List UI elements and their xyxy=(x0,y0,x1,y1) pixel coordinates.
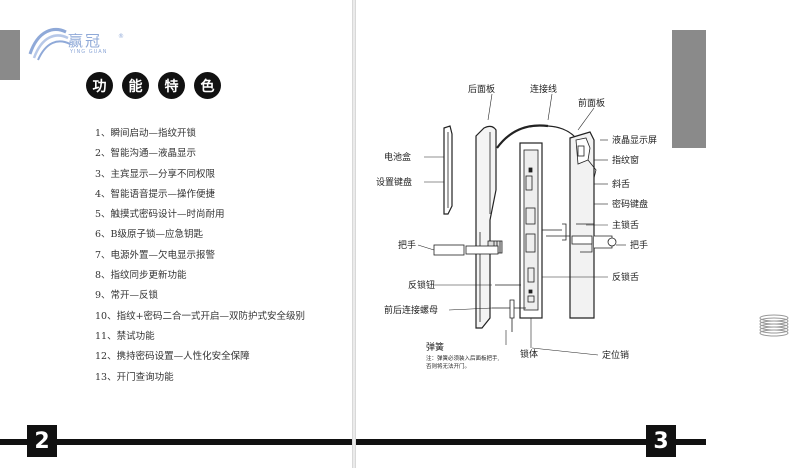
label-main-bolt: 主锁舌 xyxy=(612,219,639,231)
logo-wave-icon: ® xyxy=(28,28,124,61)
side-tab xyxy=(672,30,706,148)
label-front-panel: 前面板 xyxy=(578,97,605,109)
left-page: ® 赢冠 YING GUAN 功 能 特 色 1、瞬间启动—指纹开锁 2、智能沟… xyxy=(0,0,352,468)
footer-bar xyxy=(0,439,352,445)
label-lcd-screen: 液晶显示屏 xyxy=(612,134,657,146)
label-connecting-screw: 前后连接螺母 xyxy=(384,304,438,316)
spring-note: 注：弹簧必须装入后面板把手, xyxy=(426,354,500,362)
label-handle-right: 把手 xyxy=(630,239,648,251)
page-number-left: 2 xyxy=(27,425,57,457)
title-char: 特 xyxy=(158,72,185,99)
binding-coil-icon xyxy=(759,314,789,337)
feature-item: 6、B级原子锁—应急钥匙 xyxy=(95,229,204,241)
book-spine xyxy=(352,0,356,468)
spring-note: 否则将无法开门。 xyxy=(426,362,470,370)
label-lock-body: 锁体 xyxy=(520,348,538,360)
logo-text: 赢冠 xyxy=(68,32,103,50)
feature-item: 3、主宾显示—分享不同权限 xyxy=(95,168,216,180)
label-setting-keypad: 设置键盘 xyxy=(376,176,412,188)
side-tab xyxy=(0,30,20,80)
feature-item: 8、指纹同步更新功能 xyxy=(95,270,187,282)
feature-item: 9、常开—反锁 xyxy=(95,290,159,302)
feature-item: 1、瞬间启动—指纹开锁 xyxy=(95,128,197,139)
feature-item: 4、智能语音提示—操作便捷 xyxy=(95,188,216,200)
feature-item: 13、开门查询功能 xyxy=(95,371,174,383)
title-char: 能 xyxy=(122,72,149,99)
label-positioning-pin: 定位销 xyxy=(602,349,629,361)
label-battery-box: 电池盒 xyxy=(384,151,411,163)
lock-exploded-diagram: 后面板 连接线 前面板 电池盒 设置键盘 液晶显示屏 指纹窗 斜舌 密码键盘 主… xyxy=(376,83,657,370)
label-handle-left: 把手 xyxy=(398,239,416,251)
label-rear-panel: 后面板 xyxy=(468,83,495,95)
label-anti-lock-button: 反锁钮 xyxy=(408,279,435,291)
registered-mark: ® xyxy=(118,33,124,40)
feature-item: 11、禁试功能 xyxy=(95,330,155,342)
label-connecting-wire: 连接线 xyxy=(530,83,557,95)
feature-item: 5、触摸式密码设计—时尚耐用 xyxy=(95,209,225,221)
footer-bar xyxy=(356,439,706,445)
feature-list: 1、瞬间启动—指纹开锁 2、智能沟通—液晶显示 3、主宾显示—分享不同权限 4、… xyxy=(95,124,305,388)
logo-subtext: YING GUAN xyxy=(70,49,108,55)
brand-logo: ® xyxy=(24,20,134,64)
feature-item: 10、指纹+密码二合一式开启—双防护式安全级别 xyxy=(95,310,306,322)
feature-item: 12、携持密码设置—人性化安全保障 xyxy=(95,351,250,363)
page-number-right: 3 xyxy=(646,425,676,457)
feature-item: 2、智能沟通—液晶显示 xyxy=(95,148,197,160)
label-anti-lock-bolt: 反锁舌 xyxy=(612,271,639,283)
label-spring: 弹簧 xyxy=(426,341,444,353)
label-fingerprint-window: 指纹窗 xyxy=(612,154,639,166)
label-password-keypad: 密码键盘 xyxy=(612,198,648,210)
label-latch-bolt: 斜舌 xyxy=(612,178,630,190)
title-char: 色 xyxy=(194,72,221,99)
title-char: 功 xyxy=(86,72,113,99)
feature-item: 7、电源外置—欠电显示报警 xyxy=(95,249,216,261)
section-title: 功 能 特 色 xyxy=(86,72,221,99)
outside-area xyxy=(706,0,790,468)
